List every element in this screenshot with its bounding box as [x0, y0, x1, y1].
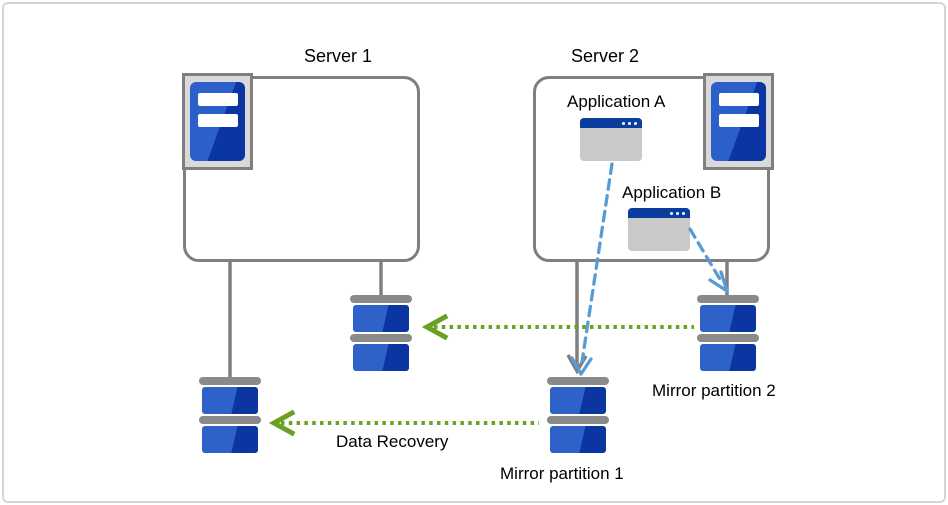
disk-partition-icon: [350, 295, 412, 373]
window-dot-icon: [628, 121, 631, 125]
window-dot-icon: [622, 121, 625, 125]
server-tower-glyph: [711, 82, 766, 161]
window-dot-icon: [634, 121, 637, 125]
window-dot-icon: [676, 211, 679, 215]
application-a-label: Application A: [567, 92, 666, 111]
data-recovery-label: Data Recovery: [336, 432, 449, 451]
mirror-partition2-label: Mirror partition 2: [652, 381, 776, 400]
server-tower-glyph: [190, 82, 245, 161]
server1-label: Server 1: [304, 46, 373, 66]
server-tower-icon: [182, 73, 253, 170]
disk-partition-icon-mirror1: [547, 377, 609, 455]
application-window-icon: [628, 208, 690, 251]
mirror-partition1-label: Mirror partition 1: [500, 464, 624, 483]
server2-label: Server 2: [571, 46, 640, 66]
disk-partition-icon: [199, 377, 261, 455]
disk-partition-icon-mirror2: [697, 295, 759, 373]
window-titlebar: [628, 208, 690, 218]
application-b-label: Application B: [622, 183, 722, 202]
server-tower-icon: [703, 73, 774, 170]
window-dot-icon: [682, 211, 685, 215]
window-titlebar: [580, 118, 642, 128]
application-window-icon: [580, 118, 642, 161]
window-dot-icon: [670, 211, 673, 215]
